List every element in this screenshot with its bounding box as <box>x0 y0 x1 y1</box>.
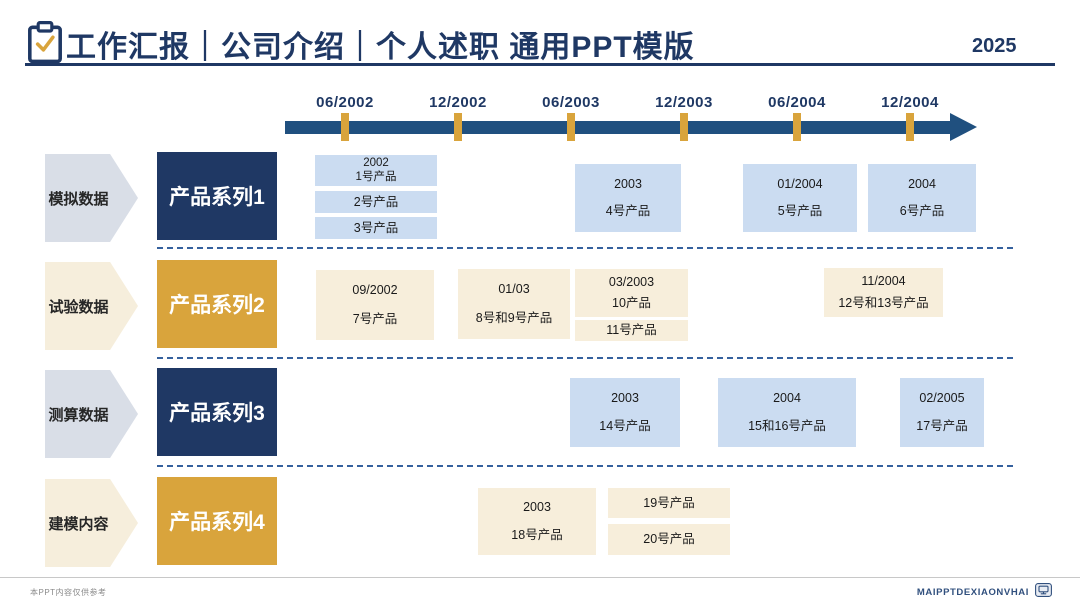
product-box-line: 12号和13号产品 <box>838 295 929 310</box>
timeline-tick <box>680 113 688 141</box>
product-box: 02/2005 17号产品 <box>900 378 984 447</box>
row-label-arrow: 试验数据 <box>45 262 138 350</box>
product-box-line: 14号产品 <box>599 419 651 433</box>
product-box-line: 2004 <box>773 391 801 405</box>
product-box: 2004 15和16号产品 <box>718 378 856 447</box>
clipboard-check-icon <box>27 20 63 69</box>
product-box-line: 15和16号产品 <box>748 419 826 433</box>
product-box-line: 10产品 <box>612 296 651 310</box>
product-box-line: 18号产品 <box>511 527 563 542</box>
product-box: 03/2003 10产品 <box>575 269 688 317</box>
product-box: 01/2004 5号产品 <box>743 164 857 232</box>
product-box-line: 11号产品 <box>606 323 657 337</box>
product-box: 19号产品 <box>608 488 730 518</box>
timeline-date: 12/2003 <box>655 94 713 111</box>
product-box: 3号产品 <box>315 217 437 239</box>
product-box-line: 7号产品 <box>352 311 398 326</box>
series-box: 产品系列2 <box>157 260 277 348</box>
row-separator <box>157 465 1013 467</box>
timeline-date: 12/2004 <box>881 94 939 111</box>
product-box-line: 09/2002 <box>352 283 398 298</box>
product-box-line: 03/2003 <box>608 275 655 289</box>
product-box: 11号产品 <box>575 320 688 341</box>
product-box-line: 02/2005 <box>919 391 965 405</box>
row-label-arrow: 建模内容 <box>45 479 138 567</box>
product-box-line: 6号产品 <box>899 204 945 219</box>
timeline-tick <box>454 113 462 141</box>
product-box-line: 2003 <box>614 176 642 191</box>
timeline-arrowhead-icon <box>950 113 977 141</box>
product-box-line: 01/03 <box>498 282 530 297</box>
product-box: 2004 6号产品 <box>868 164 976 232</box>
row-label-arrow: 模拟数据 <box>45 154 138 242</box>
series-box: 产品系列3 <box>157 368 277 456</box>
product-box-line: 2号产品 <box>353 194 399 209</box>
row-separator <box>157 247 1013 249</box>
product-box-line: 17号产品 <box>916 419 968 433</box>
page-title: 工作汇报｜公司介绍｜个人述职 通用PPT模版 <box>66 31 695 64</box>
product-box-line: 2003 <box>611 391 639 405</box>
footer-credit-text: MAIPPTDEXIAONVHAI <box>916 587 1029 598</box>
title-underline <box>25 63 1055 66</box>
product-box-line: 11/2004 <box>861 274 906 289</box>
series-box: 产品系列1 <box>157 152 277 240</box>
footer-credit: MAIPPTDEXIAONVHAI <box>917 583 1052 602</box>
timeline-date: 06/2003 <box>542 94 600 111</box>
product-box-line: 3号产品 <box>353 220 399 235</box>
timeline-bar <box>285 121 951 134</box>
product-box: 2003 14号产品 <box>570 378 680 447</box>
product-box: 11/2004 12号和13号产品 <box>824 268 943 317</box>
timeline-tick <box>567 113 575 141</box>
timeline-date: 06/2002 <box>316 94 374 111</box>
product-box-line: 1号产品 <box>355 170 397 183</box>
product-box: 2003 4号产品 <box>575 164 681 232</box>
row-separator <box>157 357 1013 359</box>
timeline-date: 12/2002 <box>429 94 487 111</box>
product-box: 01/03 8号和9号产品 <box>458 269 570 339</box>
footer-disclaimer: 本PPT内容仅供参考 <box>30 588 107 597</box>
product-box-line: 19号产品 <box>643 495 695 510</box>
timeline-tick <box>341 113 349 141</box>
product-box-line: 5号产品 <box>777 204 823 219</box>
year-label: 2025 <box>972 35 1017 57</box>
footer-divider <box>0 577 1080 578</box>
product-box-line: 20号产品 <box>643 532 695 546</box>
product-box-line: 01/2004 <box>777 176 823 191</box>
product-box-line: 2003 <box>523 500 551 515</box>
product-box-line: 2002 <box>363 156 389 169</box>
timeline-tick <box>793 113 801 141</box>
product-box-line: 4号产品 <box>605 204 651 219</box>
product-box: 2号产品 <box>315 191 437 213</box>
product-box-line: 2004 <box>908 176 936 191</box>
product-box: 20号产品 <box>608 524 730 555</box>
product-box-line: 8号和9号产品 <box>475 310 553 325</box>
product-box: 09/2002 7号产品 <box>316 270 434 340</box>
timeline-tick <box>906 113 914 141</box>
row-label-arrow: 测算数据 <box>45 370 138 458</box>
product-box: 2003 18号产品 <box>478 488 596 555</box>
timeline-date: 06/2004 <box>768 94 826 111</box>
monitor-icon <box>1035 583 1052 602</box>
series-box: 产品系列4 <box>157 477 277 565</box>
